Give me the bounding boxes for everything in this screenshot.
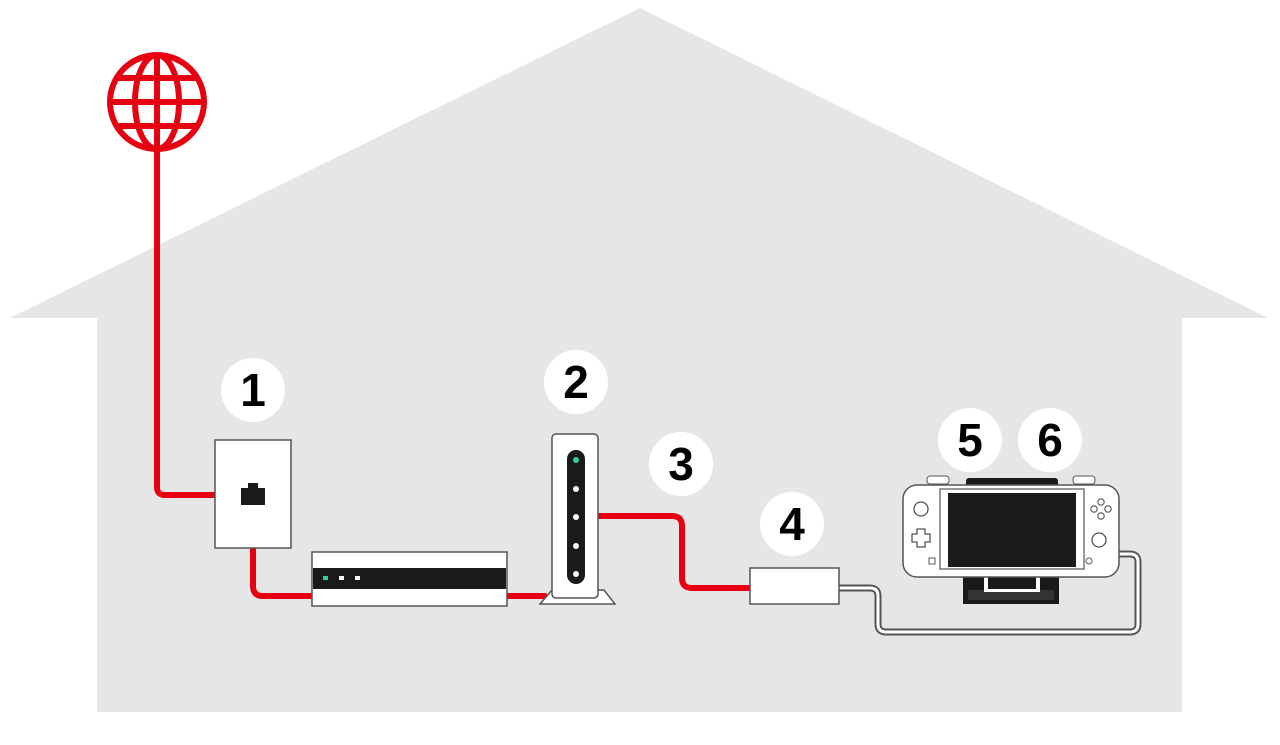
console-button [1104,505,1112,513]
jack-to-modem-cable [250,497,317,599]
router-led [573,457,579,463]
router-icon [538,433,617,605]
step-badge-2: 2 [544,350,608,414]
step-badge-label: 1 [240,364,266,416]
step-badge-label: 6 [1037,414,1063,466]
modem-led [355,576,360,580]
step-badge-6: 6 [1018,408,1082,472]
game-console-icon [902,475,1120,578]
house-silhouette [10,8,1268,712]
console-right-stick [1091,532,1107,548]
router-to-adapter-cable [595,513,755,591]
console-left-stick [913,501,929,517]
adapter-usb-cable-core [838,552,1140,634]
step-badge-3: 3 [649,432,713,496]
router-led [573,571,579,577]
step-badge-label: 4 [779,498,805,550]
router-led [573,486,579,492]
step-badge-4: 4 [760,492,824,556]
router-led [573,514,579,520]
modem-led [323,576,328,580]
console-button [1097,512,1105,520]
wall-outlet-icon [214,439,292,549]
lan-adapter-icon [749,567,840,605]
step-badge-5: 5 [938,408,1002,472]
wall-outlet-port [241,488,265,505]
internet-cable [154,147,225,498]
step-badge-label: 2 [563,356,589,408]
step-badge-label: 3 [668,438,694,490]
step-badge-1: 1 [221,358,285,422]
ethernet-cables [154,147,755,599]
console-button [1090,505,1098,513]
step-badge-label: 5 [957,414,983,466]
modem-led [339,576,344,580]
console-screen [948,493,1076,567]
console-button [1097,498,1105,506]
modem-icon [311,551,508,607]
console-dpad [911,528,931,548]
globe-icon [107,52,207,152]
router-led [573,543,579,549]
